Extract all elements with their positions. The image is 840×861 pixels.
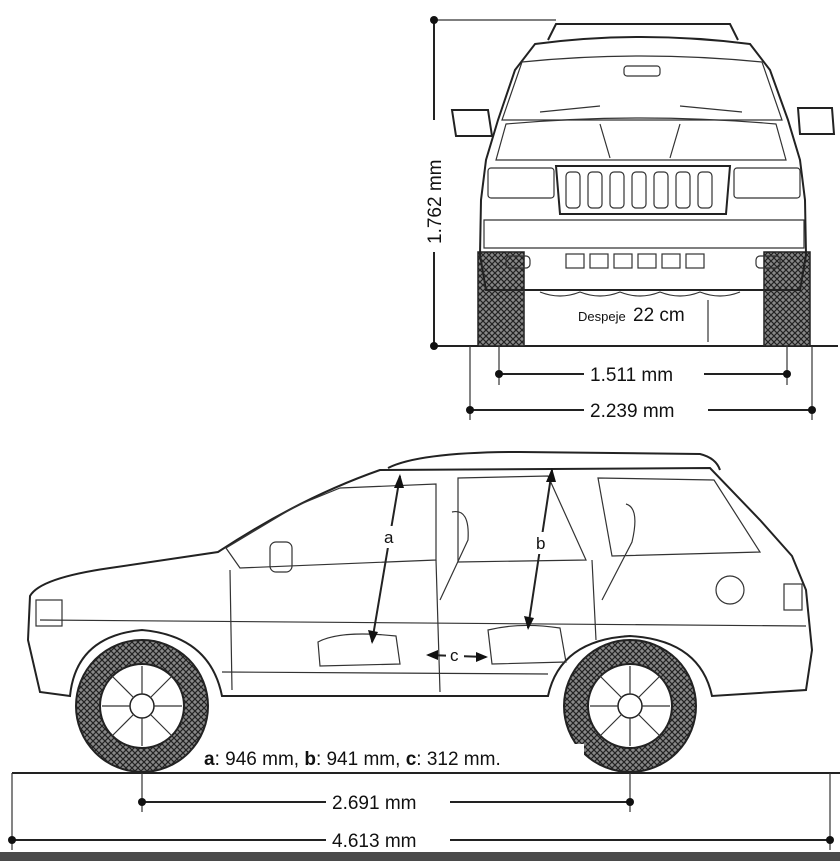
roof-light [623, 65, 661, 77]
under-body [539, 291, 741, 297]
track-dot-left [495, 370, 503, 378]
left-headlight [487, 167, 555, 199]
marker-a-arrow-top [394, 474, 404, 488]
marker-a-label-bg [380, 526, 398, 548]
track-label: 1.511 mm [590, 365, 673, 386]
track-dot-right [783, 370, 791, 378]
side-roof-rack [387, 450, 721, 471]
clearance-value: 22 cm [633, 305, 685, 326]
marker-b-label-bg [532, 532, 550, 554]
wheelbase-label: 2.691 mm [332, 793, 416, 814]
scan-edge-strip [0, 852, 840, 861]
legend-b-key: b [304, 749, 316, 770]
lower-vents [565, 253, 705, 269]
body-side-line [39, 619, 807, 627]
grille-slots [565, 171, 713, 209]
height-dim-dot-bottom [430, 342, 438, 350]
right-fog-light [755, 255, 781, 269]
fuel-door [715, 575, 745, 605]
tail-light [783, 583, 803, 611]
length-label-bg [326, 828, 450, 852]
front-seat-back [439, 510, 469, 601]
rear-wheel [563, 639, 697, 773]
door-lines [229, 559, 597, 693]
marker-a-line [371, 475, 401, 643]
right-headlight [733, 167, 801, 199]
marker-c-label-bg [446, 644, 464, 666]
front-left-tire [477, 251, 525, 347]
width-dot-left [466, 406, 474, 414]
track-label-bg [584, 362, 704, 386]
marker-b-label: b [536, 534, 545, 553]
side-body-outline [26, 466, 814, 698]
left-fog-light [505, 255, 531, 269]
marker-b-arrow-top [546, 468, 556, 482]
hood [495, 117, 787, 161]
grille [554, 165, 732, 215]
front-window [225, 483, 437, 569]
wheelbase-dot-right [626, 798, 634, 806]
height-label: 1.762 mm [425, 160, 446, 244]
width-label: 2.239 mm [590, 401, 674, 422]
marker-c-label: c [450, 646, 459, 665]
legend-a-value: : 946 mm, [215, 749, 305, 770]
under-body-edges [523, 290, 765, 346]
front-view: Despeje 22 cm 1.762 mm 1.511 mm 2.239 mm [422, 16, 838, 422]
length-label: 4.613 mm [332, 831, 416, 852]
legend-b-value: : 941 mm, [316, 749, 406, 770]
width-label-bg [584, 398, 708, 422]
cargo-window [597, 477, 762, 557]
hood-lines [599, 123, 681, 159]
marker-a-label: a [384, 528, 394, 547]
marker-b-arrow-bottom [524, 616, 534, 630]
wheelbase-dot-left [138, 798, 146, 806]
legend-bg [200, 744, 584, 772]
front-body-outline [478, 36, 808, 291]
side-view: a b c a: 946 mm, b: 941 mm, c: 312 mm. [8, 450, 840, 852]
right-mirror [796, 107, 836, 135]
legend-a-key: a [204, 749, 215, 770]
wheelbase-label-bg [326, 790, 450, 814]
left-mirror [450, 109, 494, 137]
length-dot-right [826, 836, 834, 844]
length-dot-left [8, 836, 16, 844]
marker-c-arrow-right [476, 652, 488, 662]
wipers [539, 105, 743, 113]
height-dim-dot-top [430, 16, 438, 24]
marker-a-arrow-bottom [368, 630, 378, 644]
front-wheel [75, 639, 209, 773]
legend-c-key: c [406, 749, 417, 770]
rocker-line [221, 671, 549, 675]
front-bumper [483, 219, 805, 249]
legend-c-value: : 312 mm. [416, 749, 500, 770]
measurement-legend: a: 946 mm, b: 941 mm, c: 312 mm. [204, 749, 501, 770]
height-label-bg [422, 120, 446, 252]
side-mirror [269, 541, 293, 573]
roof-rack [547, 23, 739, 41]
side-headlight [35, 599, 63, 627]
marker-c-arrow-left [426, 650, 438, 660]
front-seat-cushion [317, 633, 401, 667]
width-dot-right [808, 406, 816, 414]
clearance-word: Despeje [578, 309, 626, 324]
windshield [501, 55, 783, 121]
rear-seat-back [601, 503, 636, 601]
rear-window [457, 475, 587, 563]
rear-seat-cushion [487, 624, 567, 665]
